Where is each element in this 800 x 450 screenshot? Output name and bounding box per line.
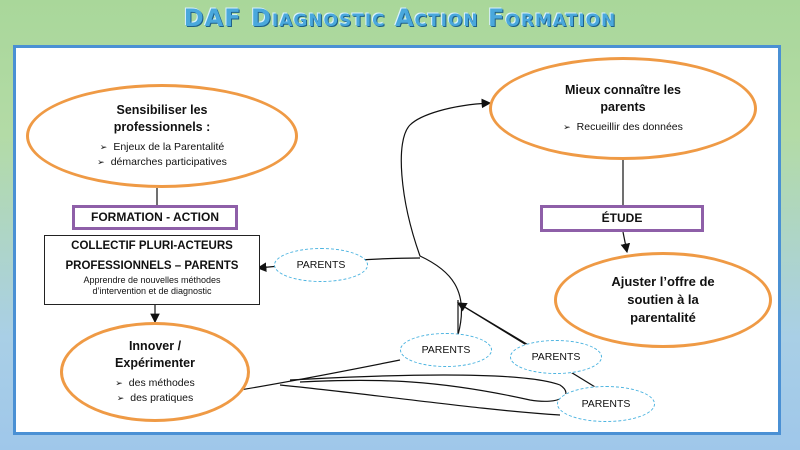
innover-heading: Innover / Expérimenter [115, 339, 195, 370]
formation-action-box: FORMATION - ACTION [72, 205, 238, 230]
list-item: Recueillir des données [563, 120, 683, 135]
sensibiliser-node: Sensibiliser les professionnels : Enjeux… [26, 84, 298, 188]
sensibiliser-list: Enjeux de la Parentalité démarches parti… [97, 140, 227, 170]
connector-innover-parents2 [289, 374, 567, 402]
mieux-list: Recueillir des données [563, 120, 683, 135]
sensibiliser-heading: Sensibiliser les professionnels : [113, 103, 211, 134]
ajuster-node: Ajuster l’offre de soutien à la parental… [554, 252, 772, 348]
list-item: démarches participatives [97, 155, 227, 170]
collectif-sub1: Apprendre de nouvelles méthodes [83, 275, 221, 285]
mieux-heading: Mieux connaître les parents [564, 83, 681, 114]
parents-node-1: PARENTS [274, 248, 368, 282]
page-title: DAF Diagnostic Action Formation [183, 4, 617, 32]
innover-node: Innover / Expérimenter des méthodes des … [60, 322, 250, 422]
collectif-sub2: d’intervention et de diagnostic [92, 286, 212, 296]
collectif-line1: COLLECTIF PLURI-ACTEURS [71, 240, 233, 252]
mieux-connaitre-node: Mieux connaître les parents Recueillir d… [489, 57, 757, 160]
etude-box: ÉTUDE [540, 205, 704, 232]
connector-parents-mieux [400, 98, 492, 336]
ajuster-heading: Ajuster l’offre de soutien à la parental… [611, 274, 715, 325]
parents-node-3: PARENTS [510, 340, 602, 374]
collectif-line2: PROFESSIONNELS – PARENTS [65, 260, 239, 272]
innover-list: des méthodes des pratiques [115, 376, 195, 406]
list-item: des pratiques [115, 391, 195, 406]
parents-node-2: PARENTS [400, 333, 492, 367]
connector-innover-parents1 [239, 359, 401, 391]
list-item: des méthodes [115, 376, 195, 391]
parents-node-4: PARENTS [557, 386, 655, 422]
collectif-box: COLLECTIF PLURI-ACTEURS PROFESSIONNELS –… [44, 235, 260, 305]
connector-etude-ajuster [620, 231, 631, 254]
list-item: Enjeux de la Parentalité [97, 140, 227, 155]
connector-innover-parents3 [279, 384, 561, 416]
